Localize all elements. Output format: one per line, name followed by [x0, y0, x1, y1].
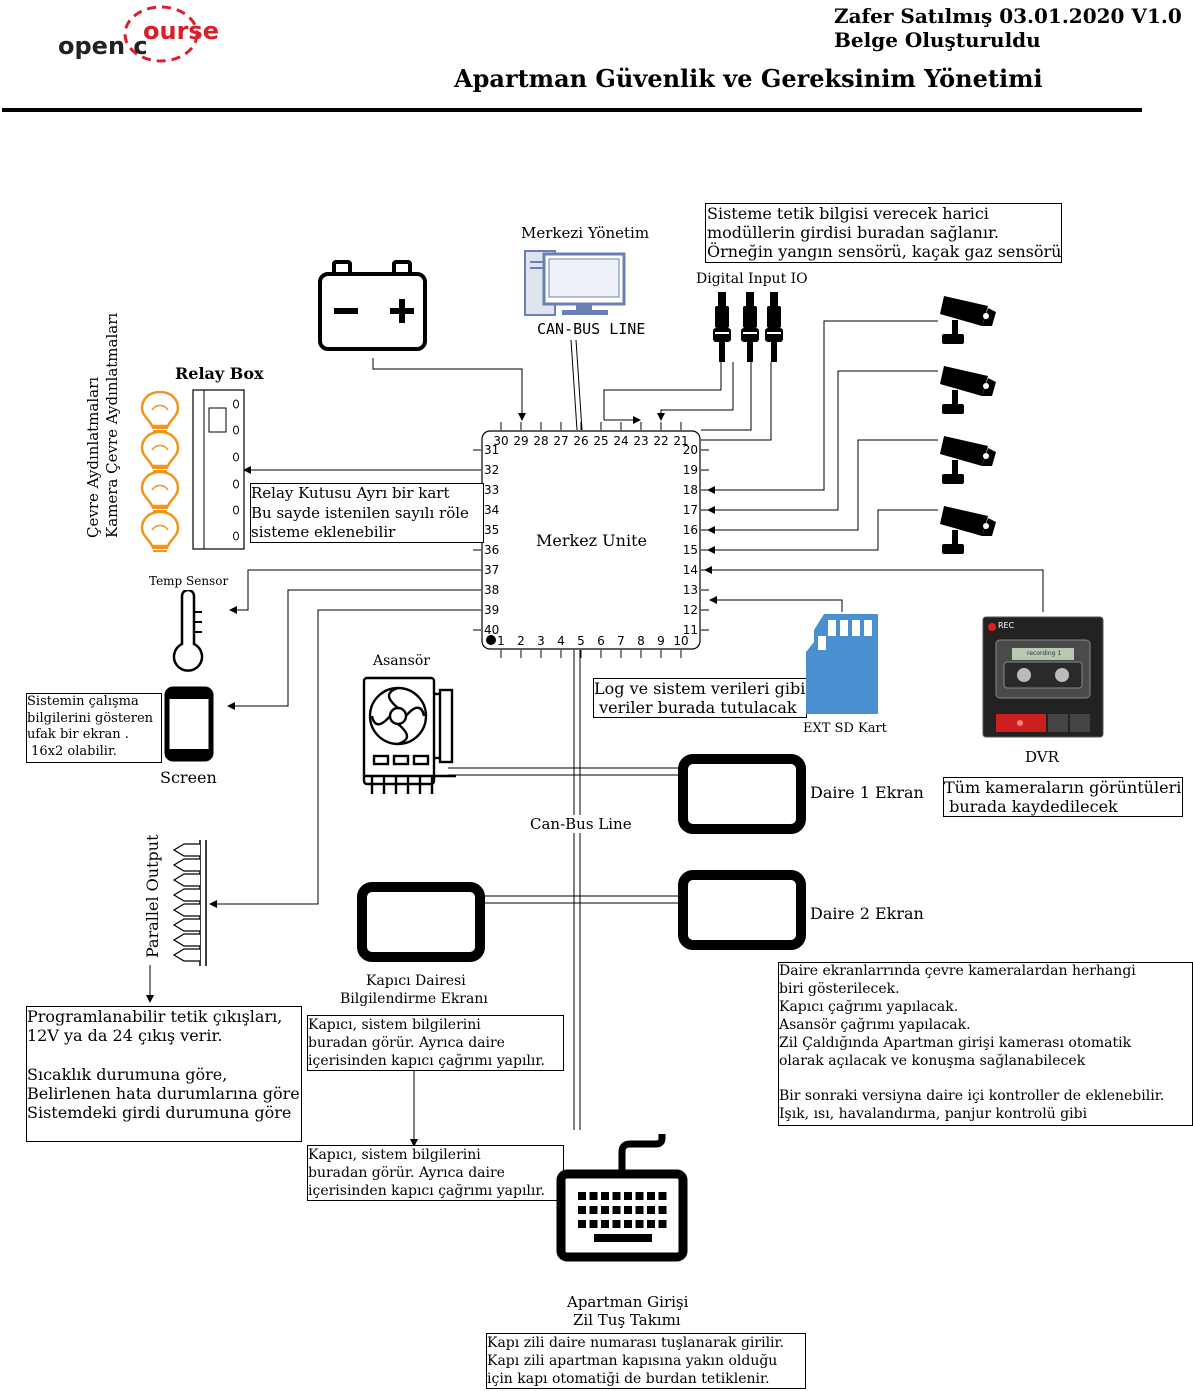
computer-icon: [524, 250, 628, 324]
tablet-icon-daire-2: [678, 870, 806, 954]
cctv-camera-icon: [938, 502, 998, 562]
status-line: Belge Oluşturuldu: [834, 28, 1041, 52]
cctv-camera-icon: [938, 362, 998, 422]
ext-sd-label: EXT SD Kart: [803, 721, 887, 736]
log-note: Log ve sistem verileri gibi veriler bura…: [593, 678, 807, 718]
cctv-camera-icon: [938, 432, 998, 492]
logo: open c ourse: [56, 2, 219, 67]
digital-input-label: Digital Input IO: [696, 271, 808, 287]
relay-note: Relay Kutusu Ayrı bir kart Bu sayde iste…: [250, 483, 484, 543]
parallel-connector-icon: [170, 836, 210, 972]
cctv-camera-icon: [938, 292, 998, 352]
parallel-note: Programlanabilir tetik çıkışları, 12V ya…: [26, 1006, 302, 1142]
dvr-rec-text: REC: [998, 621, 1015, 630]
canbus-line-top-label: CAN-BUS LINE: [537, 320, 646, 338]
logo-text-course: ourse: [143, 17, 219, 45]
daire-1-label: Daire 1 Ekran: [810, 783, 924, 802]
kapici-label-1: Kapıcı Dairesi: [366, 973, 466, 989]
zil-note: Kapıcı, sistem bilgilerini buradan görür…: [307, 1145, 564, 1201]
zil-tus-label: Zil Tuş Takımı: [573, 1311, 681, 1329]
apartman-girisi-label: Apartman Girişi: [567, 1293, 689, 1311]
kapici-label-2: Bilgilendirme Ekranı: [340, 991, 488, 1007]
battery-icon: [318, 260, 428, 356]
screen-note: Sistemin çalışma bilgilerini gösteren uf…: [26, 693, 162, 763]
temp-sensor-label: Temp Sensor: [149, 574, 229, 588]
sd-card-icon: [804, 612, 880, 720]
light-bulb-icon: [140, 390, 180, 552]
light-bulbs: [138, 390, 188, 556]
kamera-cevre-label: Kamera Çevre Aydınlatmaları: [103, 312, 121, 538]
daire-2-label: Daire 2 Ekran: [810, 904, 924, 923]
merkezi-yonetim-label: Merkezi Yönetim: [521, 224, 650, 242]
central-chip: Merkez Unite: [481, 430, 701, 650]
relay-box-label: Relay Box: [175, 364, 264, 383]
logo-text-open: open c: [58, 32, 148, 60]
daire-note: Daire ekranlarrında çevre kameralardan h…: [778, 962, 1193, 1126]
dvr-label: DVR: [1025, 748, 1059, 766]
canbus-line-mid-label: Can-Bus Line: [530, 815, 632, 833]
chip-label: Merkez Unite: [536, 531, 647, 550]
dvr-icon: REC recording 1: [982, 616, 1104, 742]
dvr-note: Tüm kameraların görüntüleri burada kayde…: [943, 777, 1183, 817]
header-divider: [2, 108, 1142, 112]
thermometer-icon: [170, 588, 210, 676]
rca-connector-icon: [712, 292, 792, 368]
tablet-icon-kapici: [357, 882, 485, 966]
elevator-board-icon: [362, 676, 458, 802]
asansor-label: Asansör: [373, 653, 430, 669]
tablet-icon-daire-1: [678, 754, 806, 838]
logo-ring-icon: [123, 5, 199, 63]
relay-box-icon: [192, 389, 246, 555]
cevre-aydinlatmalari-label: Çevre Aydınlatmaları: [84, 376, 102, 538]
dvr-tape-label: recording 1: [1027, 650, 1062, 657]
phone-screen-icon: [164, 686, 214, 766]
keyboard-icon: [556, 1132, 688, 1266]
keypad-note: Kapı zili daire numarası tuşlanarak giri…: [486, 1333, 806, 1389]
parallel-output-label: Parallel Output: [143, 834, 162, 958]
screen-label: Screen: [160, 768, 217, 787]
author-line: Zafer Satılmış 03.01.2020 V1.0: [834, 4, 1182, 28]
page-title: Apartman Güvenlik ve Gereksinim Yönetimi: [454, 64, 1043, 93]
digital-input-note: Sisteme tetik bilgisi verecek harici mod…: [705, 203, 1062, 263]
kapici-note: Kapıcı, sistem bilgilerini buradan görür…: [307, 1015, 564, 1071]
